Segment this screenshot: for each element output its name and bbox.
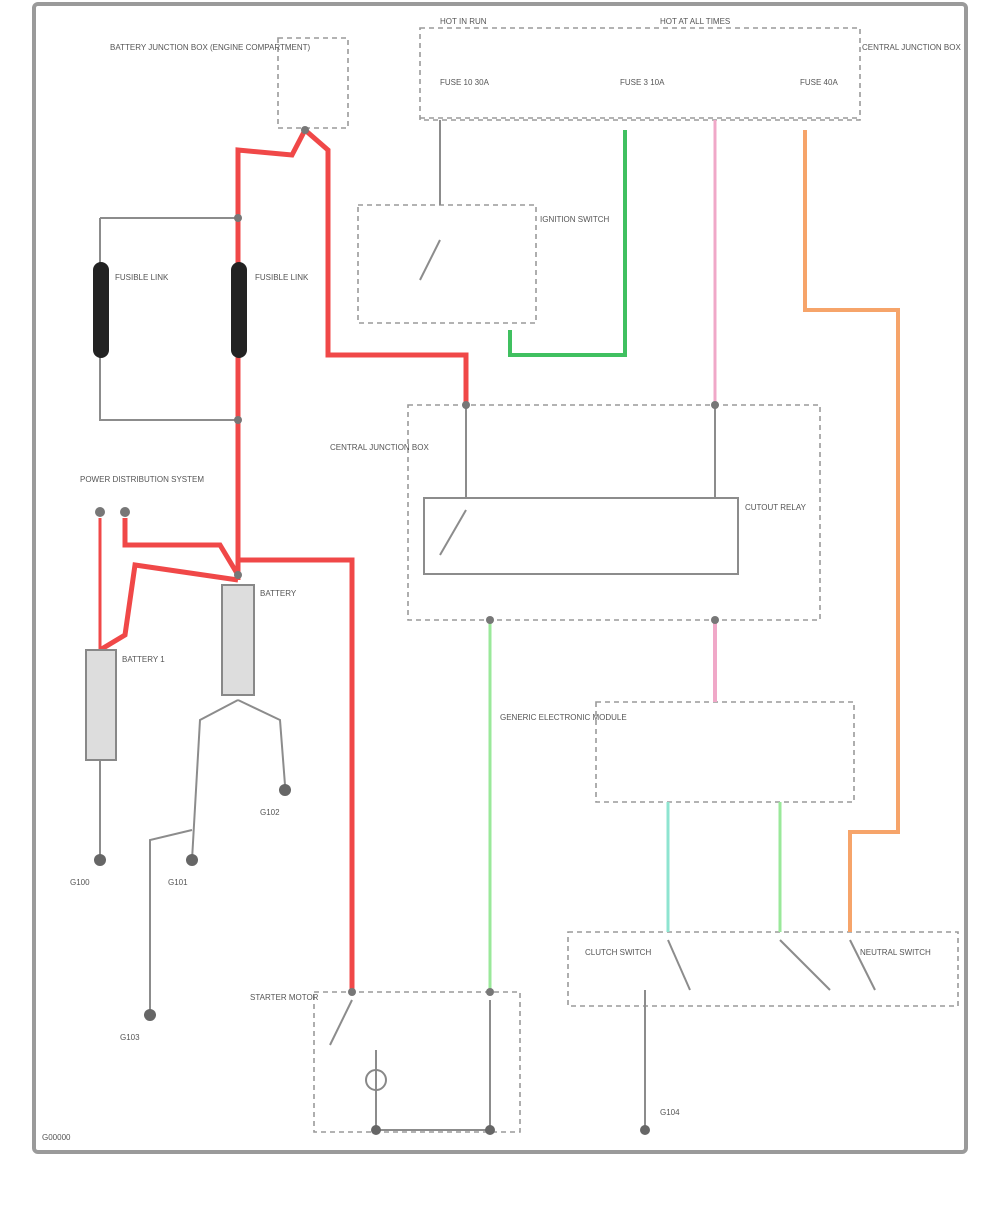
red-wire-to-central-box bbox=[303, 128, 469, 405]
diagram-id: G00000 bbox=[42, 1133, 71, 1142]
starter-solenoid bbox=[365, 1069, 387, 1091]
ground-g103 bbox=[144, 1009, 156, 1021]
starter-motor-box bbox=[313, 991, 521, 1133]
fuse-3-label: FUSE 40A bbox=[800, 78, 838, 87]
starter-internal-wire bbox=[375, 1000, 491, 1131]
junction-dot-a bbox=[234, 214, 242, 222]
ground-g100 bbox=[94, 854, 106, 866]
fusible-link-1-label: FUSIBLE LINK bbox=[115, 273, 169, 282]
battery-2-label: BATTERY bbox=[260, 589, 297, 598]
ground-wire-4 bbox=[149, 829, 193, 1015]
ground-bottom-label: G104 bbox=[660, 1108, 680, 1117]
junction-dot-g bbox=[711, 616, 719, 624]
hot-in-run-fuse-box bbox=[419, 27, 861, 121]
green-wire-ignition bbox=[508, 130, 627, 357]
power-connector-2 bbox=[120, 507, 130, 517]
ground-g102 bbox=[279, 784, 291, 796]
junction-dot-c bbox=[234, 571, 242, 579]
ground-g102-label: G102 bbox=[260, 808, 280, 817]
red-wire-battery1-b bbox=[98, 562, 239, 653]
battery-junction-box bbox=[277, 37, 349, 129]
ignition-switch-label: IGNITION SWITCH bbox=[540, 215, 610, 224]
generic-module-label: GENERIC ELECTRONIC MODULE bbox=[500, 713, 627, 722]
neutral-switch-label: NEUTRAL SWITCH bbox=[860, 948, 931, 957]
orange-wire-neutral bbox=[803, 130, 900, 932]
top-header-1: HOT IN RUN bbox=[440, 17, 487, 26]
junction-dot-d bbox=[462, 401, 470, 409]
fusible-link-loop bbox=[99, 217, 238, 421]
fusible-link-2 bbox=[231, 262, 247, 358]
ground-wire-3 bbox=[237, 699, 286, 786]
battery-1-label: BATTERY 1 bbox=[122, 655, 165, 664]
diagram-frame bbox=[32, 2, 968, 1154]
generic-module-box bbox=[595, 701, 855, 803]
top-header-2: HOT AT ALL TIMES bbox=[660, 17, 730, 26]
fusible-link-1 bbox=[93, 262, 109, 358]
fuse-1-label: FUSE 10 30A bbox=[440, 78, 490, 87]
battery-1 bbox=[85, 649, 117, 761]
starter-ground-2 bbox=[485, 1125, 495, 1135]
junction-dot-i bbox=[486, 988, 494, 996]
clutch-switch-label: CLUTCH SWITCH bbox=[585, 948, 651, 957]
red-wire-battery1-a bbox=[122, 518, 241, 577]
top-right-note: CENTRAL JUNCTION BOX bbox=[862, 43, 961, 52]
switch-box bbox=[567, 931, 959, 1007]
cutout-relay-label: CUTOUT RELAY bbox=[745, 503, 807, 512]
ground-wire-2 bbox=[191, 699, 239, 861]
junction-dot-b bbox=[234, 416, 242, 424]
battery-2 bbox=[221, 584, 255, 696]
ignition-switch-box bbox=[357, 204, 537, 324]
junction-dot-f bbox=[486, 616, 494, 624]
power-distribution-label: POWER DISTRIBUTION SYSTEM bbox=[80, 475, 204, 484]
power-connector-1 bbox=[95, 507, 105, 517]
junction-dot-e bbox=[711, 401, 719, 409]
central-junction-box bbox=[407, 404, 821, 621]
junction-dot-h bbox=[348, 988, 356, 996]
starter-motor-label: STARTER MOTOR bbox=[250, 993, 319, 1002]
clutch-ground bbox=[640, 1125, 650, 1135]
module-switch-contact bbox=[779, 939, 831, 991]
relay-switch-contact bbox=[439, 509, 467, 556]
ground-g100-label: G100 bbox=[70, 878, 90, 887]
clutch-switch-contact bbox=[667, 939, 691, 991]
top-left-component-label: BATTERY JUNCTION BOX (ENGINE COMPARTMENT… bbox=[110, 43, 311, 52]
red-wire-main bbox=[235, 128, 308, 580]
fuse-2-label: FUSE 3 10A bbox=[620, 78, 665, 87]
ignition-switch-contact bbox=[419, 239, 441, 281]
ground-g101-label: G101 bbox=[168, 878, 188, 887]
ground-g101 bbox=[186, 854, 198, 866]
neutral-switch-contact bbox=[849, 939, 876, 991]
ground-g103-label: G103 bbox=[120, 1033, 140, 1042]
red-wire-to-starter bbox=[238, 557, 355, 992]
relay-box bbox=[423, 497, 739, 575]
fusible-link-2-label: FUSIBLE LINK bbox=[255, 273, 309, 282]
central-junction-label: CENTRAL JUNCTION BOX bbox=[330, 443, 429, 452]
junction-dot-j bbox=[301, 126, 309, 134]
starter-ground-1 bbox=[371, 1125, 381, 1135]
starter-switch-contact bbox=[329, 999, 353, 1046]
